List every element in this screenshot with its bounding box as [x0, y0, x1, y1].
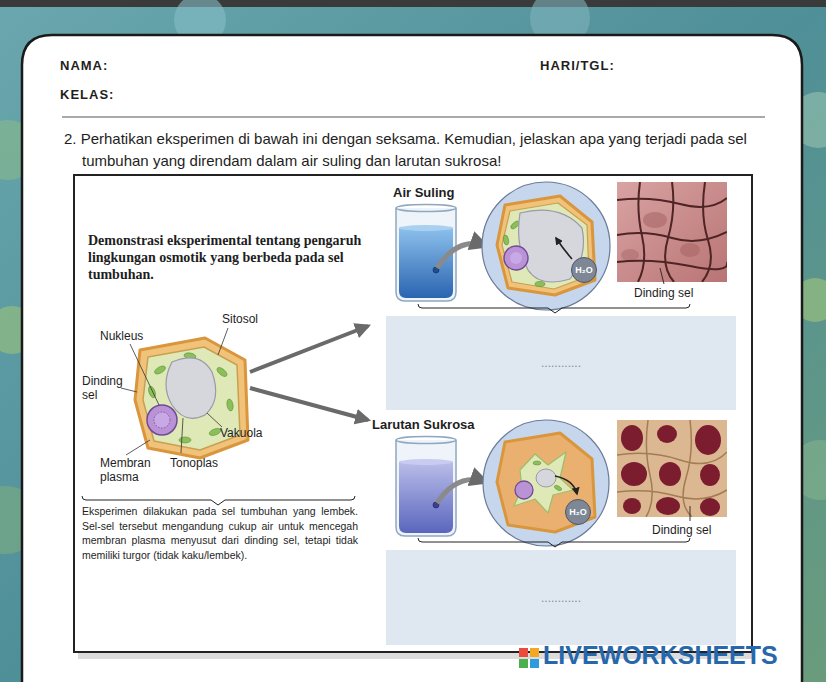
- condition-label: Larutan Sukrosa: [372, 417, 475, 433]
- part-label-box: Dinding sel: [634, 286, 693, 300]
- answer-placeholder: ............: [541, 356, 581, 370]
- part-label-box: Tonoplas: [170, 456, 218, 470]
- water-molecule-badge: H₂O: [565, 499, 591, 525]
- part-label: Dinding sel: [652, 523, 711, 537]
- experiment-note-box: Eksperimen dilakukan pada sel tumbuhan y…: [82, 504, 358, 562]
- molecule-label: H₂O: [569, 507, 587, 517]
- part-label: Membran plasma: [100, 456, 162, 484]
- part-label: Tonoplas: [170, 456, 218, 470]
- water-molecule-badge: H₂O: [571, 257, 597, 283]
- part-label-box: Nukleus: [100, 329, 143, 343]
- condition-label-box: Air Suling: [393, 185, 454, 201]
- answer-placeholder: ............: [541, 591, 581, 605]
- part-label: Dinding sel: [82, 374, 134, 402]
- part-label: Vakuola: [220, 426, 262, 440]
- form-field-label: NAMA:: [60, 58, 108, 74]
- part-label: Sitosol: [222, 312, 258, 326]
- part-label-box: Vakuola: [220, 426, 262, 440]
- form-field-label-box: NAMA:: [60, 58, 108, 74]
- molecule-label: H₂O: [575, 265, 593, 275]
- form-field-label: KELAS:: [60, 87, 114, 103]
- form-field-label-box: HARI/TGL:: [540, 58, 615, 74]
- part-label-box: Dinding sel: [82, 374, 134, 402]
- diagram-title: Demonstrasi eksperimental tentang pengar…: [88, 232, 370, 283]
- answer-box: ............: [386, 550, 736, 645]
- condition-label-box: Larutan Sukrosa: [372, 417, 475, 433]
- experiment-note: Eksperimen dilakukan pada sel tumbuhan y…: [82, 504, 358, 562]
- answer-box: ............: [386, 316, 736, 410]
- condition-label: Air Suling: [393, 185, 454, 201]
- question-text-box: 2. Perhatikan eksperimen di bawah ini de…: [64, 128, 768, 172]
- form-field-label-box: KELAS:: [60, 87, 114, 103]
- part-label: Nukleus: [100, 329, 143, 343]
- part-label-box: Membran plasma: [100, 456, 162, 484]
- form-field-label: HARI/TGL:: [540, 58, 615, 74]
- part-label: Dinding sel: [634, 286, 693, 300]
- part-label-box: Dinding sel: [652, 523, 711, 537]
- question-text: 2. Perhatikan eksperimen di bawah ini de…: [64, 128, 768, 172]
- part-label-box: Sitosol: [222, 312, 258, 326]
- diagram-title-box: Demonstrasi eksperimental tentang pengar…: [88, 232, 370, 283]
